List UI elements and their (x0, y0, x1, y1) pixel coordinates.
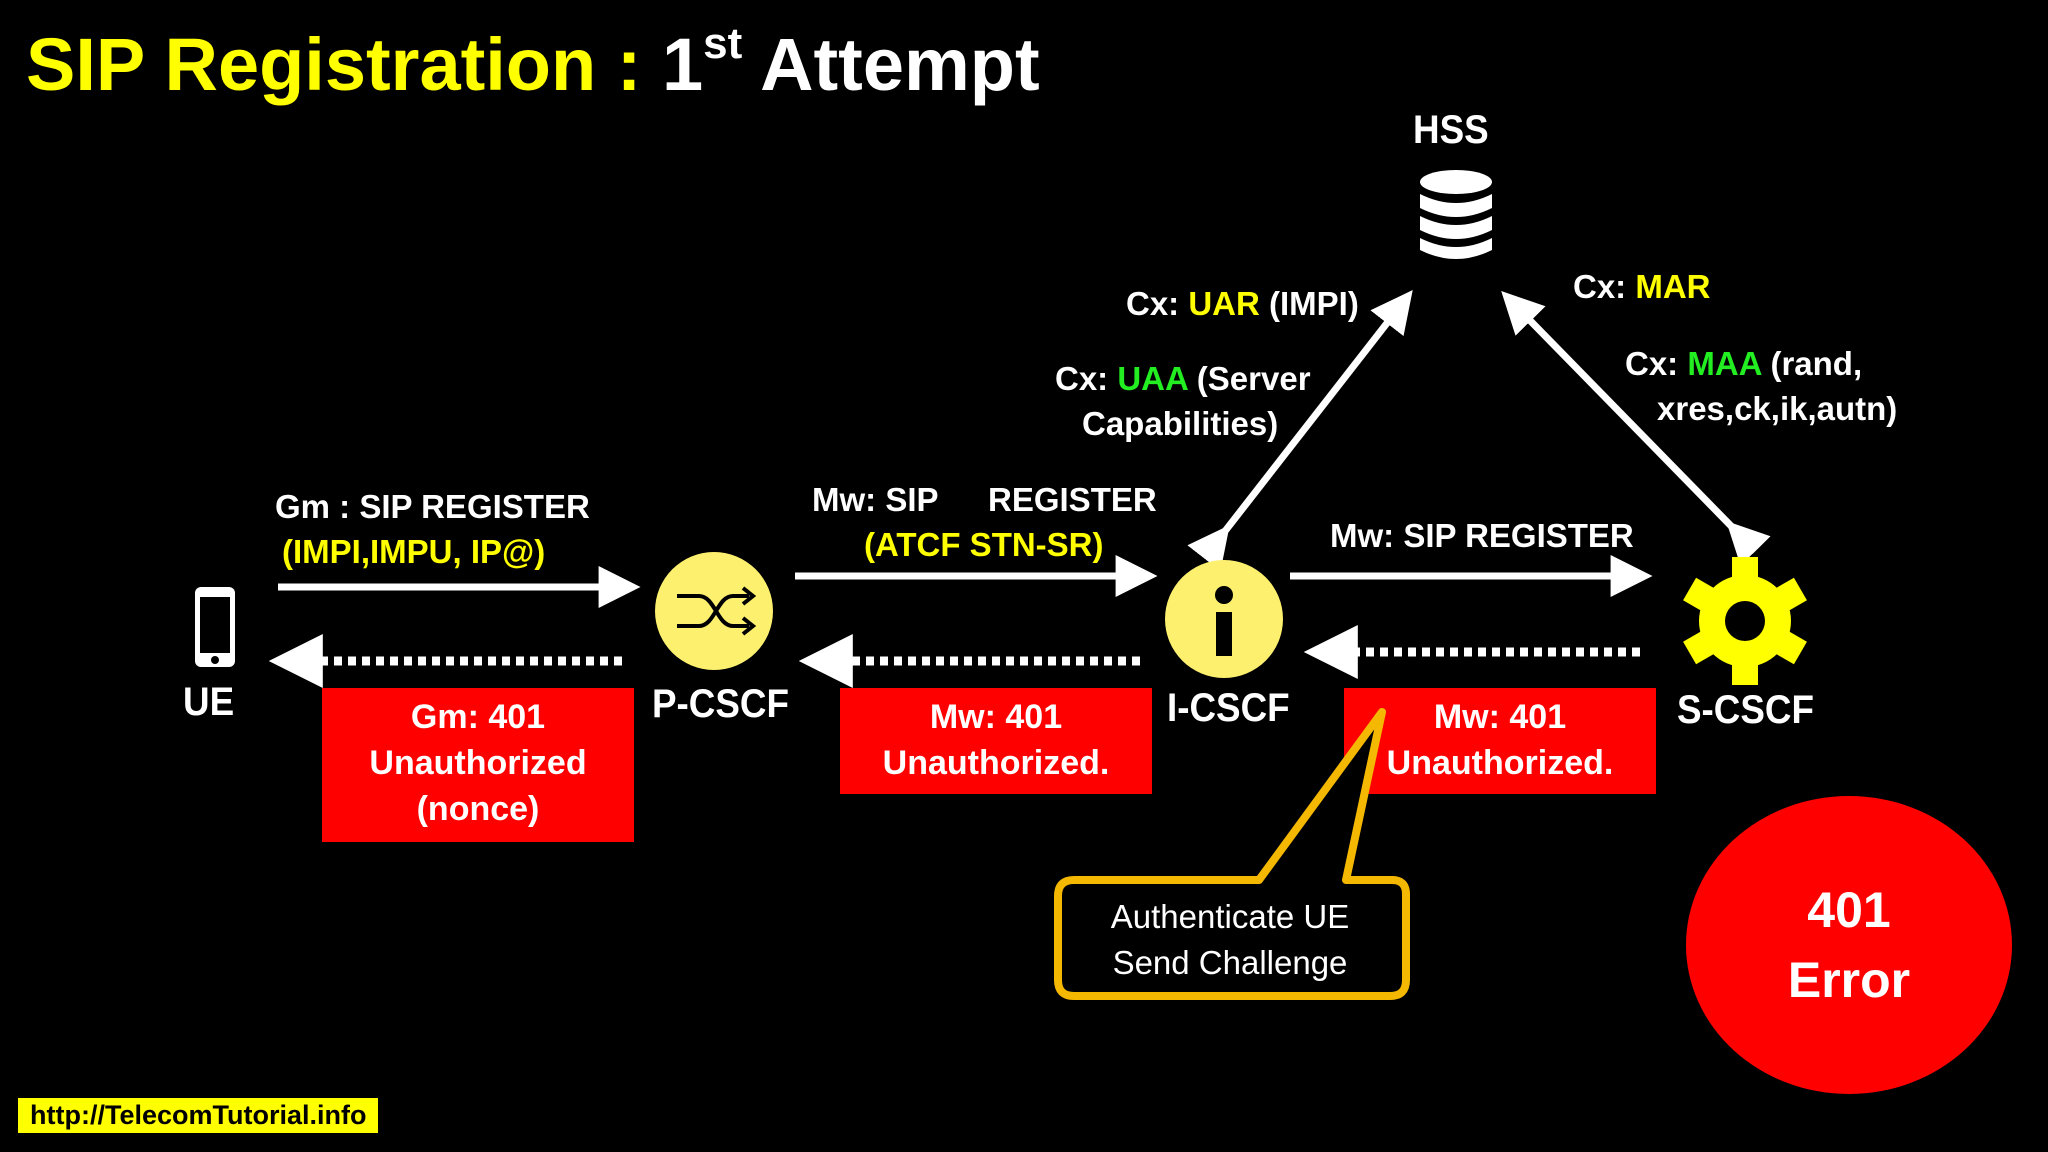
cx-uaa-prefix: Cx: (1055, 360, 1118, 397)
title-superscript: st (703, 19, 743, 68)
cx-uar-code: UAR (1188, 285, 1260, 322)
cx-mar-label: Cx: MAR (1573, 268, 1711, 306)
callout-text: Authenticate UE Send Challenge (1060, 894, 1400, 986)
mw-401-pcscf-line1: Mw: 401 (929, 698, 1063, 736)
cx-maa-suffix: (rand, (1761, 345, 1863, 382)
icscf-label: I-CSCF (1167, 686, 1290, 730)
icscf-node (1165, 560, 1283, 678)
gm-401-box: Gm: 401 Unauthorized (nonce) (322, 688, 634, 842)
gm-401-line2: Unauthorized (369, 744, 587, 782)
error-badge-code: 401 (1807, 882, 1891, 938)
shuffle-icon (677, 586, 757, 636)
gm-register-line1: Gm : SIP REGISTER (275, 488, 590, 525)
mw-401-icscf-line2: Unauthorized. (1386, 744, 1614, 782)
mw-401-icscf-line1: Mw: 401 (1433, 698, 1567, 736)
error-badge-text: Error (1787, 952, 1911, 1008)
smartphone-icon (193, 585, 237, 669)
cx-uar-prefix: Cx: (1126, 285, 1189, 322)
title-rest: Attempt (760, 23, 1040, 106)
mw-register-2-line1: Mw: SIP REGISTER (1330, 517, 1634, 554)
mw-register-1-line2: (ATCF STN-SR) (864, 526, 1104, 563)
mw-401-pcscf-line2: Unauthorized. (882, 744, 1110, 782)
title-number: 1 (661, 23, 704, 106)
hss-label: HSS (1413, 108, 1489, 152)
callout-bubble (1054, 708, 1410, 1000)
database-icon (1416, 168, 1496, 264)
cx-maa-label: Cx: MAA (rand, (1625, 345, 1862, 383)
cx-mar-code: MAR (1635, 268, 1711, 305)
cx-mar-prefix: Cx: (1573, 268, 1636, 305)
arrow-icscf-hss (1187, 290, 1413, 572)
title-main: SIP Registration : (26, 23, 662, 106)
gm-401-line1: Gm: 401 (410, 698, 546, 736)
cx-uaa-label: Cx: UAA (Server (1055, 360, 1311, 398)
pcscf-node (655, 552, 773, 670)
gear-icon (1680, 556, 1810, 686)
ue-label: UE (183, 680, 235, 724)
gm-401-line3: (nonce) (416, 790, 540, 828)
gm-register-line2: (IMPI,IMPU, IP@) (282, 533, 546, 570)
callout-line1: Authenticate UE (1110, 898, 1350, 935)
error-badge: 401 Error (1686, 796, 2012, 1094)
mw-401-icscf-box: Mw: 401 Unauthorized. (1344, 688, 1656, 794)
cx-uar-suffix: (IMPI) (1259, 285, 1359, 322)
cx-uar-label: Cx: UAR (IMPI) (1126, 285, 1359, 323)
cx-maa-prefix: Cx: (1625, 345, 1688, 382)
cx-maa-code: MAA (1687, 345, 1762, 382)
pcscf-label: P-CSCF (652, 682, 789, 726)
info-icon (1215, 586, 1233, 656)
cx-maa-line2: xres,ck,ik,autn) (1657, 390, 1898, 427)
source-url[interactable]: http://TelecomTutorial.info (18, 1098, 379, 1133)
mw-register-1-line1b: REGISTER (988, 481, 1157, 518)
cx-uaa-code: UAA (1117, 360, 1188, 397)
mw-401-pcscf-box: Mw: 401 Unauthorized. (840, 688, 1152, 794)
cx-uaa-line2: Capabilities) (1082, 405, 1279, 442)
callout-line2: Send Challenge (1112, 944, 1348, 981)
page-title: SIP Registration : 1st Attempt (26, 22, 1040, 107)
arrow-scscf-hss (1501, 290, 1771, 566)
mw-register-1-line1a: Mw: SIP (812, 481, 939, 518)
scscf-label: S-CSCF (1677, 688, 1814, 732)
cx-uaa-suffix: (Server (1187, 360, 1311, 397)
